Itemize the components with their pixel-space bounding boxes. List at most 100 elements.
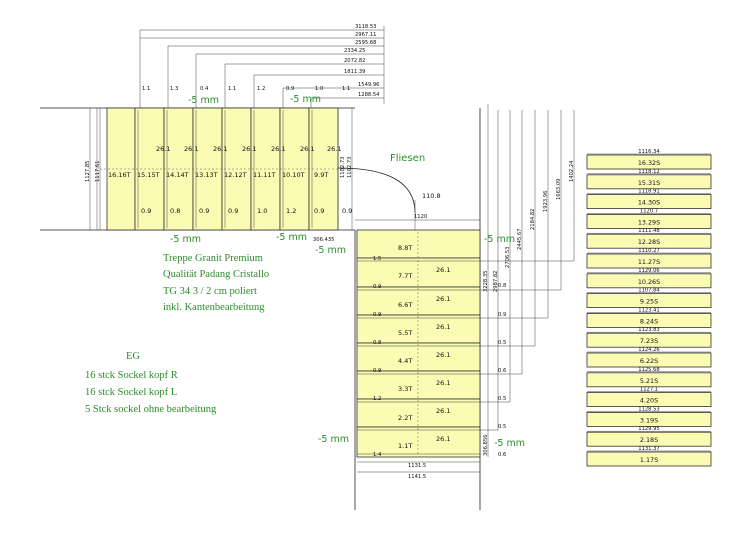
lower-left-mark-3: 0.9 — [373, 312, 381, 318]
sockel-label: 9.25S — [640, 298, 658, 306]
tread-depth-4: 26.1 — [242, 145, 256, 153]
minus-label-2: -5 mm — [290, 94, 321, 105]
sockel-strip — [586, 233, 712, 249]
lower-right-mark-3: 0.5 — [498, 340, 506, 346]
sockel-label: 2.18S — [640, 436, 658, 444]
top-dim-8: 1288.54 — [358, 92, 380, 98]
landing-dim-306: 306.435 — [313, 237, 334, 243]
landing-dim-1120: 1120 — [414, 214, 427, 220]
sockel-label: 15.31S — [638, 179, 660, 187]
sockel-strip — [586, 372, 712, 388]
tread-label-3: 3.3T — [398, 385, 412, 393]
sockel-dim: 1129.06 — [638, 268, 659, 274]
tread-depth-3: 26.1 — [213, 145, 227, 153]
vert-dim-4: 2445.67 — [517, 229, 523, 250]
top-dim-4: 2334.25 — [344, 48, 365, 54]
sockel-dim: 1123.83 — [638, 327, 659, 333]
sockel-dim: 1128.53 — [638, 406, 659, 412]
sockel-label: 8.24S — [640, 317, 658, 325]
lower-depth-1: 26.1 — [436, 435, 450, 443]
minus-label-3: -5 mm — [170, 234, 201, 245]
sockel-dim: 1111.48 — [638, 228, 659, 234]
sockel-label: 3.19S — [640, 416, 658, 424]
lower-right-mark-6: 0.5 — [498, 424, 506, 430]
lower-depth-5: 26.1 — [436, 323, 450, 331]
lower-flight: 8.8T 7.7T 6.6T 5.5T 4.4T 3.3T 2.2T 1.1T … — [356, 229, 506, 480]
sockel-label: 6.22S — [640, 357, 658, 365]
tread-4 — [356, 342, 481, 372]
tread-label-9: 9.9T — [314, 171, 328, 179]
upper-flight: 16.16T 15.15T 14.14T 13.13T 12.12T 11.11… — [40, 107, 355, 231]
eg-line-2: 16 stck Sockel kopf L — [85, 387, 177, 398]
column-mark-5: 1.2 — [257, 86, 265, 92]
note-line-4: inkl. Kantenbearbeitung — [163, 302, 265, 313]
tread-depth-2: 26.1 — [184, 145, 198, 153]
vert-dim-3: 2706.53 — [505, 247, 511, 268]
lower-depth-6: 26.1 — [436, 295, 450, 303]
lower-right-mark-2: 0.9 — [498, 312, 506, 318]
sockel-dim: 1107.84 — [638, 288, 660, 294]
top-dimension-chain: 3118.53 2967.11 2595.68 2334.25 2072.82 … — [139, 24, 385, 108]
right-dim-1: 1102.73 — [340, 157, 346, 178]
sockel-label: 7.23S — [640, 337, 658, 345]
tread-1 — [356, 426, 481, 458]
sockel-dim: 1110.27 — [638, 248, 659, 254]
tread-label-15: 15.15T — [137, 171, 160, 179]
note-line-2: Qualität Padang Cristallo — [163, 269, 269, 280]
lower-left-mark-7: 1.4 — [373, 452, 382, 458]
column-mark-1: 1.1 — [142, 86, 150, 92]
top-dim-6: 1811.39 — [344, 69, 365, 75]
lower-depth-2: 26.1 — [436, 407, 450, 415]
tread-7 — [356, 257, 481, 288]
tread-label-13: 13.13T — [195, 171, 218, 179]
note-line-3: TG 34 3 / 2 cm poliert — [163, 286, 257, 297]
top-dim-2: 2967.11 — [355, 32, 376, 38]
vert-dim-5: 2184.82 — [530, 209, 536, 230]
top-dim-3: 2595.68 — [355, 40, 376, 46]
sockel-strip — [586, 332, 712, 348]
eg-line-3: 5 Stck sockel ohne bearbeitung — [85, 404, 217, 415]
tread-label-14: 14.14T — [166, 171, 189, 179]
left-dim-2: 1117.61 — [95, 161, 101, 182]
tread-depth-5: 26.1 — [271, 145, 285, 153]
bottom-mark-6: 1.2 — [286, 207, 296, 215]
column-mark-6: 0.9 — [286, 86, 294, 92]
sockel-label: 12.28S — [638, 238, 660, 246]
sockel-label: 16.32S — [638, 159, 660, 167]
top-dim-7: 1549.96 — [358, 82, 379, 88]
sockel-dim: 1125.68 — [638, 367, 659, 373]
sockel-strip — [586, 392, 712, 408]
vert-dim-1: 3228.35 — [483, 271, 489, 292]
sockel-dim: 1116.34 — [638, 149, 660, 155]
tread-label-4: 4.4T — [398, 357, 412, 365]
sockel-dim: 1124.26 — [638, 347, 659, 353]
column-mark-7: 1.0 — [315, 86, 323, 92]
tread-6 — [356, 286, 481, 316]
vert-dim-8: 1402.24 — [569, 160, 575, 182]
lower-left-mark-5: 0.9 — [373, 368, 381, 374]
tread-label-10: 10.10T — [282, 171, 305, 179]
sockel-dim: 1129.95 — [638, 426, 659, 432]
bottom-mark-3: 0.9 — [199, 207, 209, 215]
lower-depth-4: 26.1 — [436, 351, 450, 359]
tolerance-labels: -5 mm -5 mm -5 mm -5 mm -5 mm -5 mm -5 m… — [170, 94, 525, 449]
sockel-dim: 1118.12 — [638, 169, 659, 175]
bottom-mark-8: 0.9 — [342, 207, 352, 215]
sockel-label: 5.21S — [640, 377, 658, 385]
top-dim-5: 2072.82 — [344, 58, 365, 64]
lower-right-mark-7: 0.6 — [498, 452, 506, 458]
tread-depth-6: 26.1 — [300, 145, 314, 153]
sockel-label: 14.30S — [638, 199, 660, 207]
sockel-strip — [586, 194, 712, 210]
tread-3 — [356, 370, 481, 400]
sockel-strip — [586, 154, 712, 170]
minus-label-4: -5 mm — [276, 232, 307, 243]
bottom-mark-2: 0.8 — [170, 207, 180, 215]
landing-dim-1108: 110.8 — [422, 192, 441, 200]
column-mark-4: 1.1 — [228, 86, 236, 92]
minus-label-1: -5 mm — [188, 95, 219, 106]
bottom-mark-7: 0.9 — [314, 207, 324, 215]
sockel-dim: 1123.41 — [638, 307, 659, 313]
minus-label-6: -5 mm — [484, 234, 515, 245]
